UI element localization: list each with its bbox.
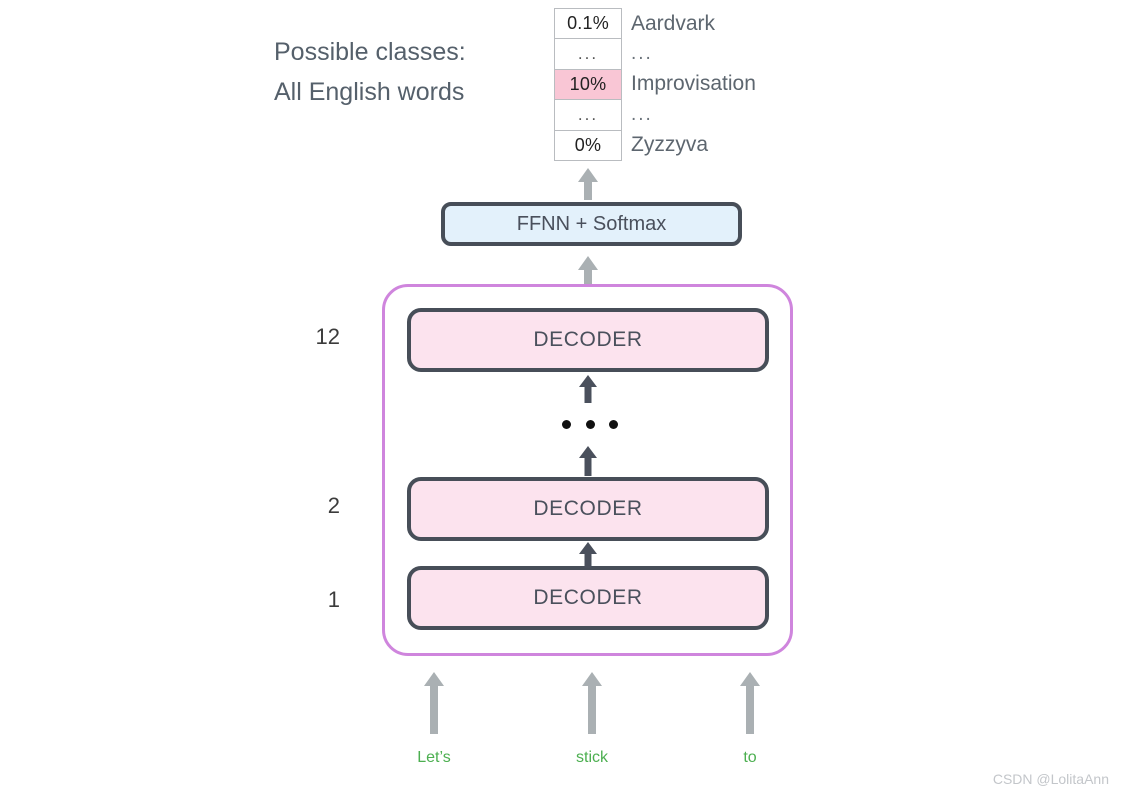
probability-value: 10% — [569, 73, 607, 94]
arrow-shaft — [584, 268, 592, 286]
arrow-input-token-1 — [578, 672, 606, 734]
decoder-block-1: DECODER — [407, 566, 769, 630]
class-label: Aardvark — [631, 11, 716, 35]
table-row: ... ... — [555, 39, 651, 70]
arrow-head-icon — [582, 672, 602, 686]
input-token-0: Let’s — [417, 749, 451, 766]
table-row: ... ... — [555, 100, 651, 131]
arrow-shaft — [430, 684, 438, 734]
watermark: CSDN @LolitaAnn — [992, 771, 1109, 787]
layer-number-12: 12 — [315, 324, 340, 349]
arrow-shaft — [584, 457, 592, 476]
decoder-ellipsis-dots — [562, 420, 618, 429]
class-label: ... — [631, 103, 653, 125]
arrow-input-token-2 — [736, 672, 764, 734]
dot-icon — [562, 420, 571, 429]
arrow-ffnn-to-output — [574, 168, 602, 200]
caption-line-2: All English words — [274, 78, 465, 106]
arrow-shaft — [584, 553, 592, 568]
decoder-label: DECODER — [533, 586, 643, 609]
caption-line-1: Possible classes: — [274, 38, 466, 66]
class-label: Zyzzyva — [631, 133, 709, 157]
ffnn-softmax-label: FFNN + Softmax — [516, 212, 667, 235]
table-row: 0.1% Aardvark — [555, 9, 715, 40]
input-token-1: stick — [576, 749, 608, 766]
arrow-head-icon — [579, 542, 597, 554]
probability-value: ... — [577, 44, 599, 64]
arrow-shaft — [584, 180, 592, 200]
decoder-block-12: DECODER — [407, 308, 769, 372]
arrow-head-icon — [578, 256, 598, 270]
decoder-label: DECODER — [533, 328, 643, 351]
arrow-ellipsis-to-decoder-12 — [576, 375, 600, 403]
probability-value: 0% — [574, 134, 602, 155]
table-row-highlighted: 10% Improvisation — [555, 69, 756, 101]
layer-number-1: 1 — [327, 587, 340, 612]
class-label: ... — [631, 43, 653, 65]
table-row: 0% Zyzzyva — [555, 130, 708, 161]
arrow-head-icon — [424, 672, 444, 686]
possible-classes-caption: Possible classes: All English words — [274, 32, 534, 112]
dot-icon — [609, 420, 618, 429]
class-label: Improvisation — [631, 72, 756, 96]
arrow-stack-to-ffnn — [574, 256, 602, 286]
arrow-decoder-1-to-decoder-2 — [576, 542, 600, 568]
dot-icon — [585, 420, 595, 429]
arrow-shaft — [584, 386, 592, 403]
probability-value: ... — [577, 104, 599, 124]
ffnn-softmax-box: FFNN + Softmax — [441, 202, 742, 246]
arrow-head-icon — [579, 375, 597, 387]
arrow-shaft — [746, 684, 754, 734]
probability-value: 0.1% — [567, 13, 609, 34]
layer-number-2: 2 — [327, 493, 340, 518]
arrow-head-icon — [579, 446, 597, 458]
arrow-head-icon — [740, 672, 760, 686]
arrow-shaft — [588, 684, 596, 734]
arrow-input-token-0 — [420, 672, 448, 734]
arrow-decoder-2-to-ellipsis — [576, 446, 600, 476]
decoder-block-2: DECODER — [407, 477, 769, 541]
output-probability-table: 0.1% Aardvark ... ... 10% Improvisation … — [554, 8, 756, 161]
decoder-label: DECODER — [533, 497, 643, 520]
arrow-head-icon — [578, 168, 598, 182]
input-token-2: to — [743, 749, 757, 766]
